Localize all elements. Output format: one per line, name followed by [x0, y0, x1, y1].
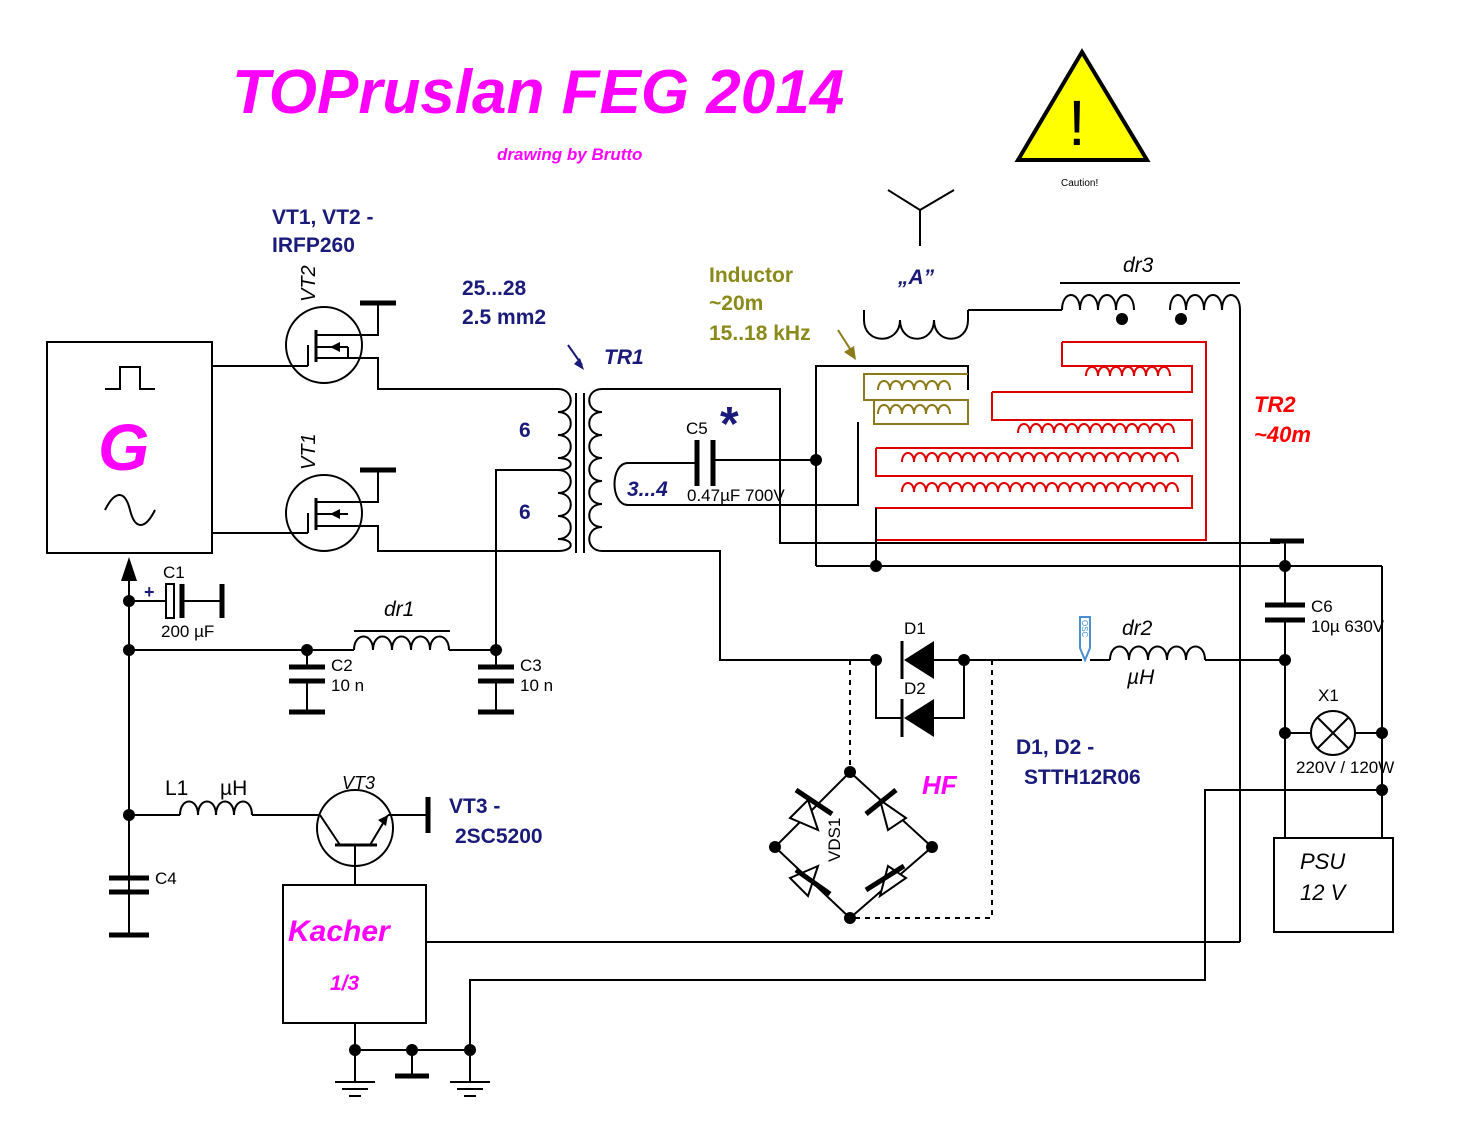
dr1-choke: [353, 630, 450, 651]
c5-label: C5: [686, 419, 708, 438]
c3-value: 10 n: [520, 676, 553, 695]
c5-capacitor: [690, 440, 816, 486]
dr2-choke: [1090, 645, 1285, 661]
vt3-note-line2: 2SC5200: [455, 825, 543, 848]
inductor-pointer-arrow-icon: [837, 329, 853, 353]
c1-label: C1: [163, 563, 185, 582]
wire-note-line1: 25...28: [462, 277, 527, 300]
dr2-label: dr2: [1122, 617, 1153, 640]
turns-secondary-label: 3...4: [627, 478, 668, 501]
c6-capacitor: [1265, 538, 1305, 838]
transistors-note-line1: VT1, VT2 -: [272, 206, 374, 229]
dr1-label: dr1: [384, 598, 414, 621]
dr3-label: dr3: [1123, 254, 1154, 277]
c3-capacitor: [478, 650, 514, 715]
c2-label: C2: [331, 656, 353, 675]
sine-wave-icon: [104, 494, 156, 526]
vt1-mosfet: [212, 467, 558, 552]
tr1-label: TR1: [604, 346, 644, 369]
warning-triangle-icon: !: [1014, 48, 1151, 162]
c5-value: 0.47µF 700V: [687, 486, 785, 505]
wire-note-line2: 2.5 mm2: [462, 306, 546, 329]
inductor-note-line3: 15..18 kHz: [709, 322, 811, 345]
vt2-label: VT2: [298, 265, 320, 302]
vt3-transistor: [316, 789, 431, 885]
page-subtitle: drawing by Brutto: [497, 145, 642, 164]
c2-value: 10 n: [331, 676, 364, 695]
turns-upper-label: 6: [519, 419, 531, 442]
psu-block: [1273, 837, 1394, 933]
psu-label-line1: PSU: [1300, 849, 1345, 874]
kacher-block: [282, 884, 1240, 1050]
vt3-note-line1: VT3 -: [449, 795, 500, 818]
vt2-mosfet: [212, 300, 558, 390]
c6-label: C6: [1311, 597, 1333, 616]
caution-label: Caution!: [1061, 178, 1098, 189]
vds1-bridge: [769, 660, 993, 924]
inductor-note-line2: ~20m: [709, 292, 763, 315]
kacher-label: Kacher: [288, 915, 392, 948]
transistors-note-line2: IRFP260: [272, 234, 355, 257]
hf-label: HF: [922, 770, 958, 800]
l1-unit: µH: [220, 777, 247, 800]
vt1-label: VT1: [298, 433, 320, 470]
c3-label: C3: [520, 656, 542, 675]
c2-capacitor: [289, 650, 325, 715]
dr3-choke: [1060, 282, 1241, 942]
tr2-transformer: [875, 341, 1207, 541]
inductor-coil: [863, 373, 969, 425]
kacher-ratio: 1/3: [330, 972, 360, 995]
vt3-label: VT3: [342, 773, 375, 793]
diodes-note-line1: D1, D2 -: [1016, 736, 1094, 759]
ground-rail: [335, 1044, 490, 1097]
l1-inductor: [129, 800, 320, 816]
page-title: TOPruslan FEG 2014: [232, 58, 844, 127]
feed-arrow-icon: [121, 557, 137, 581]
psu-label-line2: 12 V: [1300, 880, 1348, 905]
svg-text:OSC: OSC: [1080, 620, 1089, 638]
generator-label: G: [98, 410, 149, 484]
antenna-label: „A”: [897, 266, 935, 289]
c4-capacitor: [109, 875, 149, 938]
c1-value: 200 µF: [161, 622, 214, 641]
x1-lamp: [1285, 710, 1382, 756]
diodes-note-line2: STTH12R06: [1024, 766, 1141, 789]
tr1-transformer: [495, 388, 1280, 661]
dr2-unit: µH: [1126, 666, 1155, 689]
turns-lower-label: 6: [519, 501, 531, 524]
c1-capacitor: [129, 583, 225, 619]
c6-value: 10µ 630V: [1311, 617, 1385, 636]
c5-star-mark: *: [720, 398, 739, 451]
l1-label: L1: [165, 777, 188, 800]
c1-plus-sign: +: [144, 582, 155, 602]
generator-block: [46, 341, 213, 554]
exclamation-mark: !: [1068, 87, 1086, 159]
tr2-note-line1: TR2: [1254, 392, 1296, 417]
x1-label: X1: [1318, 686, 1339, 705]
d2-diode: [875, 660, 965, 737]
osc-probe-icon: OSC: [1079, 616, 1091, 663]
d2-label: D2: [904, 679, 926, 698]
vds1-label: VDS1: [825, 818, 844, 862]
antenna-coil: [863, 189, 1062, 340]
tr2-note-line2: ~40m: [1254, 422, 1311, 447]
square-wave-icon: [105, 366, 155, 390]
x1-value: 220V / 120W: [1296, 758, 1394, 777]
c4-label: C4: [155, 869, 177, 888]
d1-label: D1: [904, 619, 926, 638]
inductor-note-line1: Inductor: [709, 264, 793, 287]
